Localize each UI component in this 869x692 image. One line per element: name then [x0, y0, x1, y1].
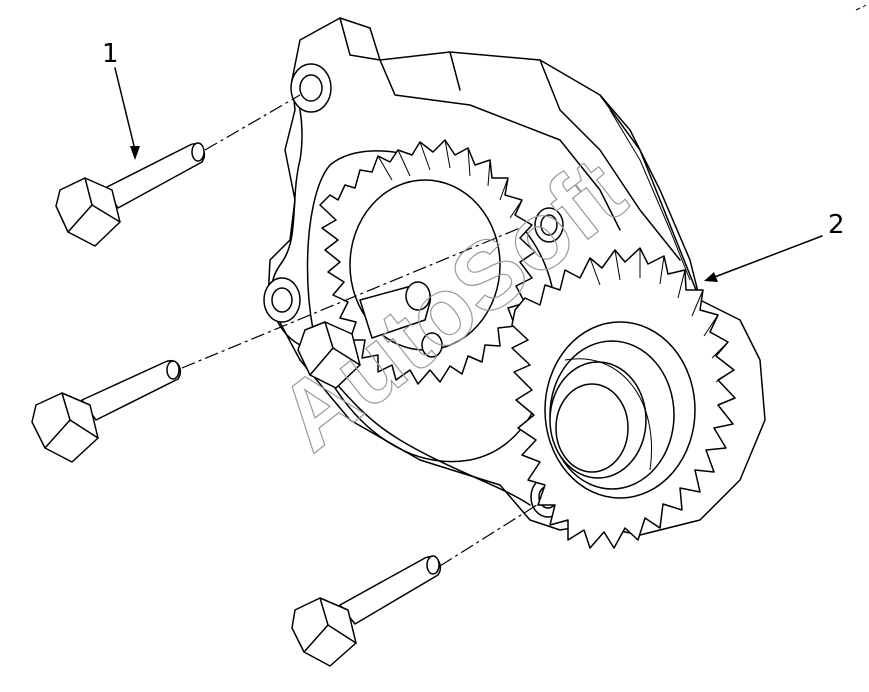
callout-2: 2: [704, 210, 845, 282]
corner-mark: [855, 4, 867, 11]
bolt-1: [55, 142, 206, 247]
callout-1: 1: [102, 39, 140, 160]
callout-1-number: 1: [102, 39, 119, 69]
bolt-4: [291, 555, 442, 667]
driven-gear: [319, 139, 536, 385]
drive-gear: [511, 247, 736, 549]
center-lines: [181, 94, 541, 567]
bolt-2: [31, 360, 182, 463]
bolt-3: [297, 321, 361, 389]
callout-2-number: 2: [828, 210, 845, 240]
